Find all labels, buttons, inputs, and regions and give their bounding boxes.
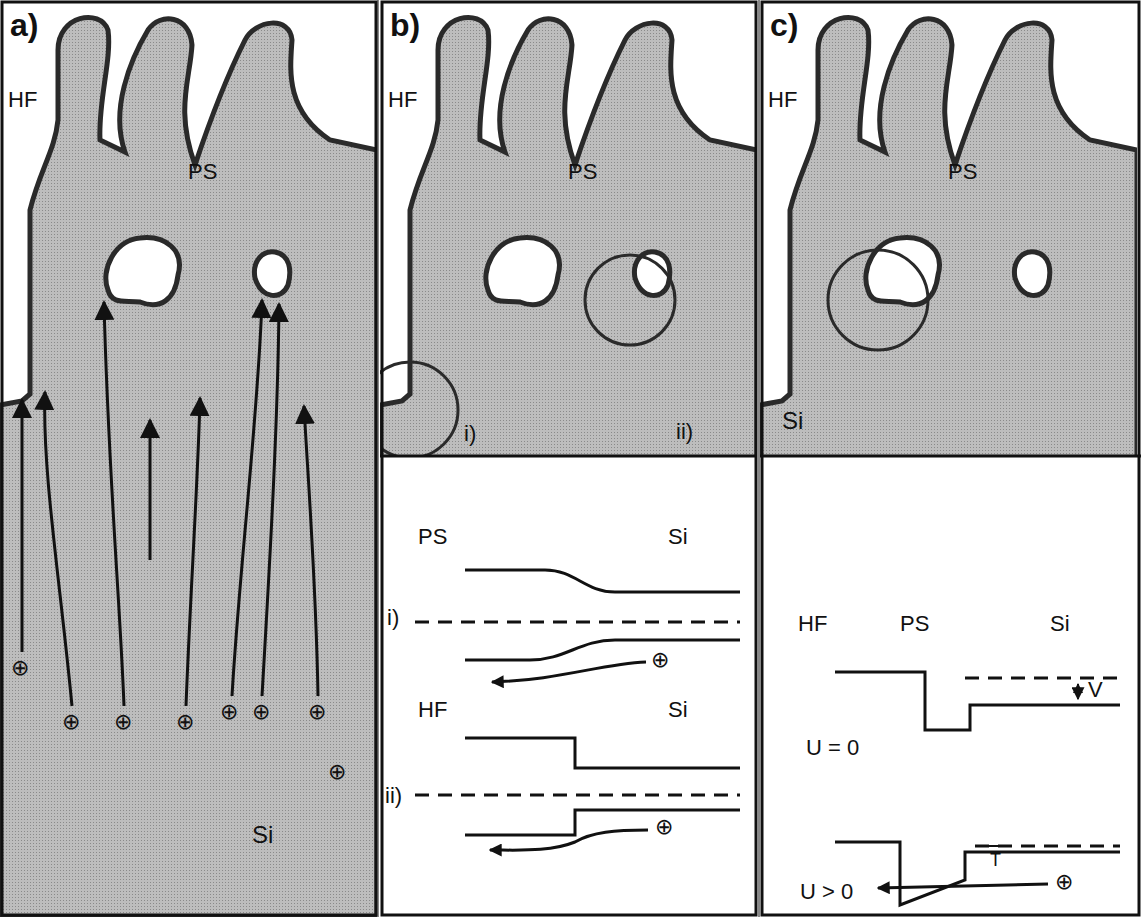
band-diagram-ii <box>415 738 740 850</box>
pore <box>1014 252 1049 296</box>
tunnel-mark <box>984 845 1006 847</box>
region-label: HF <box>8 88 37 112</box>
frame-line <box>759 0 760 917</box>
frame <box>2 2 376 915</box>
region-label: PS <box>188 160 217 184</box>
region-label: PS <box>418 525 447 549</box>
hole-arrow <box>21 400 24 652</box>
region-label: HF <box>418 698 447 722</box>
zoom-circle <box>585 255 675 345</box>
region-label: PS <box>900 612 929 636</box>
bias-label: U > 0 <box>800 880 853 904</box>
porous-silicon <box>380 17 757 455</box>
region-label: Si <box>668 698 688 722</box>
conduction-band <box>465 738 740 768</box>
charge-symbol: ⊕ <box>176 710 194 734</box>
voltage-label: V <box>1088 678 1103 702</box>
callout-label: ii) <box>676 420 693 444</box>
charge-symbol: ⊕ <box>252 700 270 724</box>
band-diagram-i <box>415 570 740 682</box>
tunnel-label: T <box>990 851 1001 871</box>
porous-silicon <box>0 17 377 917</box>
charge-symbol: ⊕ <box>114 710 132 734</box>
frame <box>762 2 1139 915</box>
charge-symbol: ⊕ <box>655 815 673 839</box>
pore <box>486 238 560 305</box>
hole-arrow <box>304 406 318 696</box>
divider <box>380 455 757 458</box>
panel-a <box>0 17 377 917</box>
region-label: HF <box>768 88 797 112</box>
pore <box>634 252 669 296</box>
region-label: Si <box>782 408 803 434</box>
panel-letter: b) <box>390 8 420 43</box>
hole-arrow <box>104 302 124 706</box>
region-label: Si <box>1050 612 1070 636</box>
frame-line <box>378 0 379 917</box>
hole-paths <box>22 300 318 706</box>
panel-b <box>362 17 757 917</box>
zoom-circle <box>828 250 928 350</box>
hole-arrow <box>232 300 262 696</box>
charge-symbol: ⊕ <box>328 760 346 784</box>
callout-label: i) <box>464 422 476 446</box>
divider <box>760 455 1141 458</box>
charge-symbol: ⊕ <box>11 656 29 680</box>
fermi-level <box>975 845 1120 848</box>
region-label: Si <box>668 525 688 549</box>
region-label: PS <box>568 160 597 184</box>
charge-symbol: ⊕ <box>220 700 238 724</box>
band-diagram-u <box>835 842 1120 905</box>
tunnel-arrow <box>878 884 1048 888</box>
pore <box>106 238 180 305</box>
callout-label: ii) <box>385 784 402 808</box>
fermi-level <box>415 621 740 624</box>
hole-arrow <box>149 420 152 560</box>
panel-c <box>760 17 1141 917</box>
valence-band <box>465 640 740 660</box>
charge-symbol: ⊕ <box>62 710 80 734</box>
charge-symbol: ⊕ <box>308 700 326 724</box>
hole-arrow <box>262 304 279 696</box>
porous-silicon <box>760 17 1137 455</box>
band-edge <box>835 842 1120 905</box>
panel-letter: c) <box>770 8 798 43</box>
fermi-level <box>415 794 740 797</box>
conduction-band <box>465 570 740 592</box>
bias-label: U = 0 <box>806 736 859 760</box>
band-diagram-u0 <box>835 672 1120 730</box>
pore <box>254 252 289 296</box>
zoom-circle <box>380 362 458 455</box>
hole-arrow <box>45 392 72 706</box>
region-label: Si <box>252 822 273 848</box>
region-label: HF <box>388 88 417 112</box>
panel-letter: a) <box>10 8 38 43</box>
charge-symbol: ⊕ <box>1055 870 1073 894</box>
band-edge <box>835 672 1120 730</box>
callout-label: i) <box>387 606 399 630</box>
region-label: PS <box>948 160 977 184</box>
hole-arrow <box>492 662 646 682</box>
voltage-arrow <box>1077 684 1079 699</box>
frame <box>382 2 756 915</box>
charge-symbol: ⊕ <box>651 648 669 672</box>
hole-arrow <box>186 398 200 706</box>
hole-arrow <box>490 830 648 850</box>
region-label: HF <box>798 612 827 636</box>
